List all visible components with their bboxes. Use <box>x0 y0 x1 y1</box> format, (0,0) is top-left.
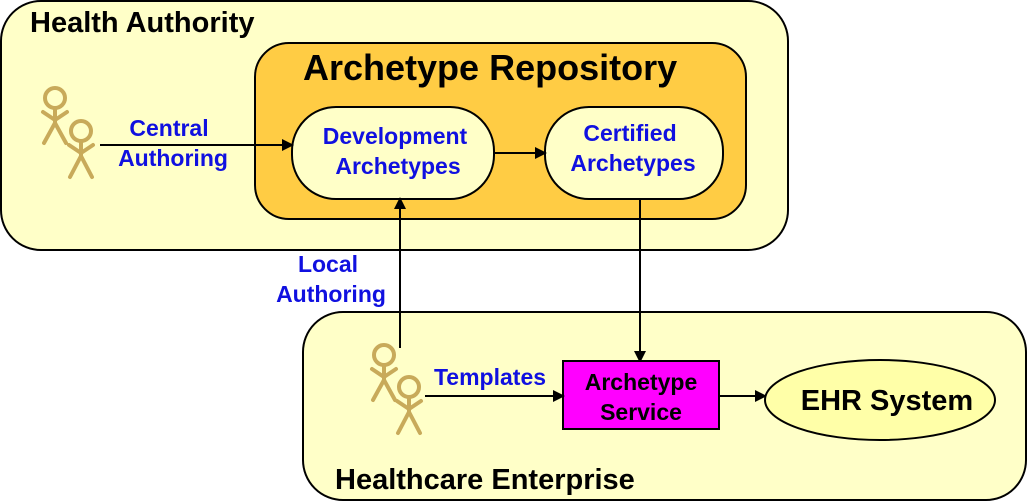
person-icon <box>67 119 95 179</box>
templates-label: Templates <box>434 364 546 390</box>
certified-archetypes-label-line1: Certified <box>583 120 676 146</box>
archetype-service-node <box>562 360 720 430</box>
healthcare-enterprise-title: Healthcare Enterprise <box>335 464 635 496</box>
central-authoring-label-line1: Central <box>129 115 208 141</box>
archetype-service-label-line1: Archetype <box>585 369 697 395</box>
central-authoring-label-line2: Authoring <box>118 145 228 171</box>
local-authoring-label-line1: Local <box>298 251 358 277</box>
development-archetypes-label-line2: Archetypes <box>335 153 460 179</box>
archetype-repository-title: Archetype Repository <box>303 47 677 88</box>
development-archetypes-label-line1: Development <box>323 123 468 149</box>
local-authoring-label-line2: Authoring <box>276 281 386 307</box>
archetype-service-label-line2: Service <box>600 399 682 425</box>
health-authority-title: Health Authority <box>30 7 254 39</box>
person-icon <box>41 86 69 145</box>
person-icon <box>370 343 398 402</box>
person-icon <box>395 375 423 435</box>
certified-archetypes-label-line2: Archetypes <box>570 150 695 176</box>
ehr-system-label: EHR System <box>801 385 973 417</box>
ehr-system-node <box>764 359 996 441</box>
